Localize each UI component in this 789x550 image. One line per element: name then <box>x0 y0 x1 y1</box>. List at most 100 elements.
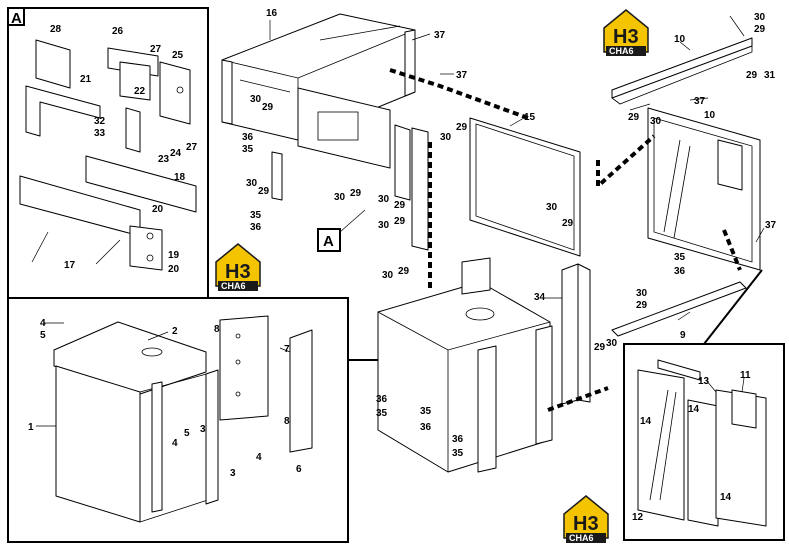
detail-back-connector <box>703 269 763 345</box>
detail-a-label: A <box>11 10 22 27</box>
callout-35: 35 <box>376 408 388 419</box>
callout-35: 35 <box>242 144 254 155</box>
callout-33: 33 <box>94 128 106 139</box>
callout-35: 35 <box>452 448 464 459</box>
logo-text: H3 <box>573 513 599 535</box>
callout-36: 36 <box>376 394 388 405</box>
back-panel-10 <box>647 107 761 271</box>
rail-9 <box>611 281 747 337</box>
callout-27: 27 <box>150 44 162 55</box>
callouts: 16 37 37 37 37 30 29 10 10 29 31 29 30 1… <box>28 8 777 523</box>
callout-35: 35 <box>250 210 262 221</box>
dash-line <box>722 229 742 271</box>
body-detail-parts <box>53 315 313 523</box>
callout-35: 35 <box>420 406 432 417</box>
callout-26: 26 <box>112 26 124 37</box>
callout-36: 36 <box>420 422 432 433</box>
callout-27: 27 <box>186 142 198 153</box>
callout-35: 35 <box>674 252 686 263</box>
logo-top-right: H3 CHA6 <box>603 9 649 56</box>
callout-20: 20 <box>152 204 164 215</box>
back-detail-parts <box>637 359 767 527</box>
view-a-tag-box <box>317 228 341 252</box>
callout-22: 22 <box>134 86 146 97</box>
callout-31: 31 <box>764 70 776 81</box>
callout-36: 36 <box>250 222 262 233</box>
callout-29: 29 <box>262 102 274 113</box>
callout-23: 23 <box>158 154 170 165</box>
callout-29: 29 <box>746 70 758 81</box>
callout-28: 28 <box>50 24 62 35</box>
callout-12: 12 <box>632 512 644 523</box>
callout-7: 7 <box>284 344 290 355</box>
callout-6: 6 <box>296 464 302 475</box>
callout-2: 2 <box>172 326 178 337</box>
callout-3: 3 <box>230 468 236 479</box>
panel-15 <box>469 117 581 257</box>
callout-34: 34 <box>534 292 546 303</box>
callout-29: 29 <box>562 218 574 229</box>
callout-37: 37 <box>456 70 468 81</box>
callout-10: 10 <box>674 34 686 45</box>
upright-34 <box>561 263 591 405</box>
detail-a-tag-box <box>7 7 25 26</box>
callout-29: 29 <box>594 342 606 353</box>
logo-subtext: CHA6 <box>569 533 594 543</box>
callout-37: 37 <box>694 96 706 107</box>
callout-4: 4 <box>40 318 46 329</box>
lower-box-assembly <box>377 257 553 473</box>
logo-text: H3 <box>225 261 251 283</box>
callout-24: 24 <box>170 148 182 159</box>
logo-bottom: H3 CHA6 <box>563 495 609 543</box>
detail-a-parts <box>19 39 197 271</box>
callout-29: 29 <box>350 188 362 199</box>
callout-30: 30 <box>650 116 662 127</box>
callout-36: 36 <box>242 132 254 143</box>
callout-10: 10 <box>704 110 716 121</box>
dash-line <box>596 134 656 191</box>
logo-middle-left: H3 CHA6 <box>215 243 261 291</box>
callout-9: 9 <box>680 330 686 341</box>
callout-8: 8 <box>284 416 290 427</box>
logo-subtext: CHA6 <box>221 281 246 291</box>
callout-29: 29 <box>394 200 406 211</box>
top-rail-10 <box>611 37 753 105</box>
callout-17: 17 <box>64 260 76 271</box>
callout-19: 19 <box>168 250 180 261</box>
callout-29: 29 <box>398 266 410 277</box>
callout-14: 14 <box>688 404 700 415</box>
callout-29: 29 <box>258 186 270 197</box>
callout-20: 20 <box>168 264 180 275</box>
logo-text: H3 <box>613 26 639 48</box>
detail-body-frame <box>7 297 349 543</box>
callout-14: 14 <box>640 416 652 427</box>
callout-5: 5 <box>40 330 46 341</box>
view-a-arrow <box>339 209 366 233</box>
callout-29: 29 <box>754 24 766 35</box>
callout-5: 5 <box>184 428 190 439</box>
callout-3: 3 <box>200 424 206 435</box>
callout-30: 30 <box>382 270 394 281</box>
callout-36: 36 <box>674 266 686 277</box>
view-a-label: A <box>323 233 334 250</box>
callout-14: 14 <box>720 492 732 503</box>
upper-frame-assembly <box>221 13 429 251</box>
callout-30: 30 <box>250 94 262 105</box>
callout-21: 21 <box>80 74 92 85</box>
callout-4: 4 <box>172 438 178 449</box>
callout-1: 1 <box>28 422 34 433</box>
callout-11: 11 <box>740 370 751 381</box>
leaders <box>31 15 765 427</box>
logo-subtext: CHA6 <box>609 46 634 56</box>
callout-29: 29 <box>636 300 648 311</box>
callout-29: 29 <box>394 216 406 227</box>
callout-25: 25 <box>172 50 184 61</box>
callout-30: 30 <box>246 178 258 189</box>
callout-4: 4 <box>256 452 262 463</box>
callout-29: 29 <box>456 122 468 133</box>
callout-32: 32 <box>94 116 106 127</box>
callout-18: 18 <box>174 172 186 183</box>
callout-16: 16 <box>266 8 278 19</box>
callout-29: 29 <box>628 112 640 123</box>
callout-8: 8 <box>214 324 220 335</box>
